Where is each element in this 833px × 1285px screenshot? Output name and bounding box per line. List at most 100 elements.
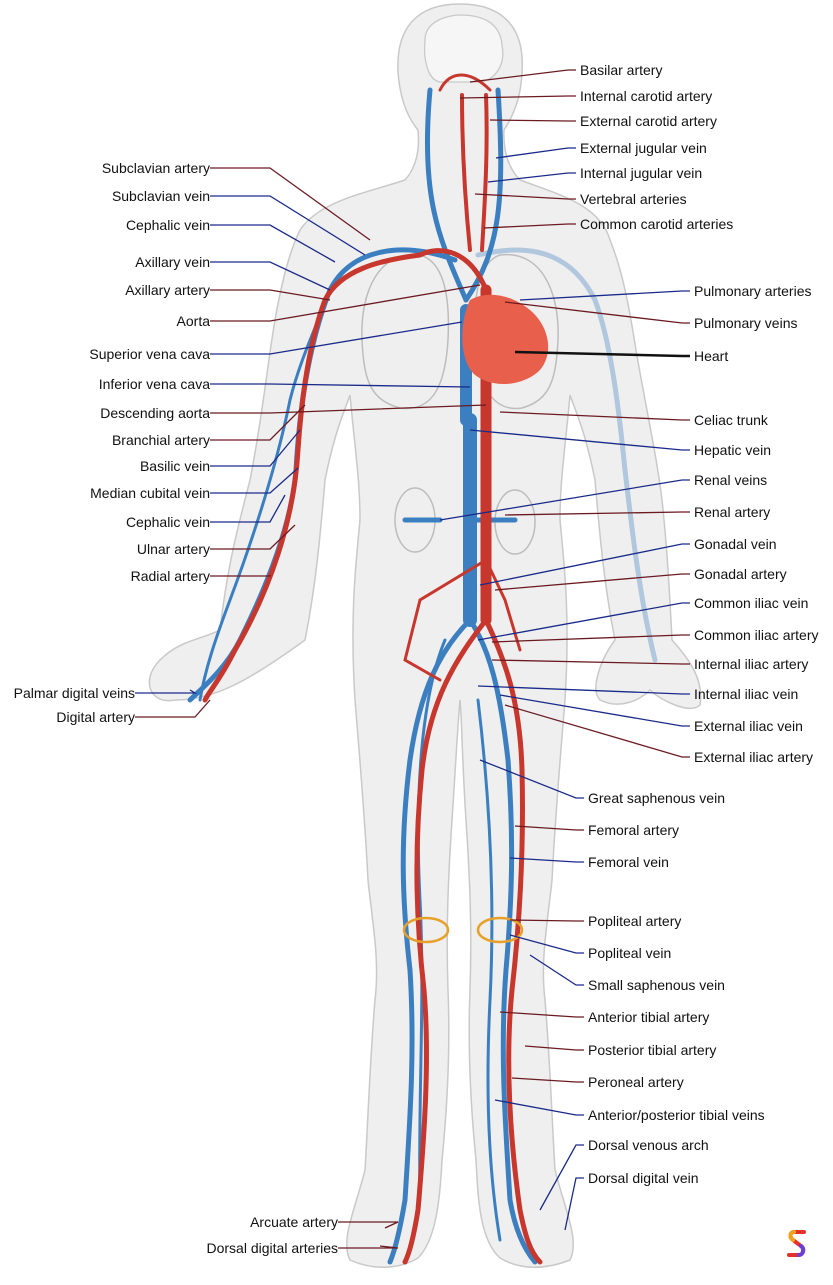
leader-line-right-16 [477,602,690,641]
leader-line-right-1 [459,95,576,99]
leader-line-left-14 [210,575,271,577]
leader-line-left-3 [210,261,331,291]
label-right-18: Internal iliac artery [694,656,809,672]
label-right-22: Great saphenous vein [588,790,725,806]
label-left-12: Cephalic vein [125,514,210,530]
leader-line-right-14 [479,543,690,586]
label-left-18: Dorsal digital arteries [206,1240,339,1256]
label-right-29: Posterior tibial artery [588,1042,717,1058]
leader-line-right-19 [477,685,690,695]
label-right-27: Small saphenous vein [588,977,725,993]
label-right-32: Dorsal venous arch [588,1137,709,1153]
label-right-3: External jugular vein [580,140,707,156]
heart-organ [462,294,549,385]
knee-vessels [402,916,524,944]
leader-line-left-17 [338,1221,399,1229]
label-right-19: Internal iliac vein [694,686,799,702]
leader-line-left-5 [210,284,481,322]
label-right-20: External iliac vein [694,718,803,734]
leader-line-left-8 [210,404,487,414]
leader-line-right-7 [519,290,690,301]
label-right-4: Internal jugular vein [580,165,703,181]
leader-line-right-26 [509,934,584,954]
label-right-24: Femoral vein [588,854,669,870]
leader-line-left-15 [135,689,198,694]
label-right-0: Basilar artery [580,62,663,78]
leader-lines [135,69,690,1249]
leader-line-right-32 [539,1144,584,1211]
leader-line-left-7 [210,383,471,388]
label-left-17: Arcuate artery [250,1214,338,1230]
leader-line-right-9 [514,350,690,358]
leader-line-left-6 [210,321,463,355]
label-left-2: Cephalic vein [125,217,210,233]
leader-line-left-16 [135,699,211,718]
brain [423,14,504,83]
label-right-23: Femoral artery [588,822,680,838]
leader-line-right-8 [504,301,690,324]
leader-line-right-33 [564,1177,584,1231]
leader-line-right-12 [439,479,690,521]
label-left-10: Basilic vein [139,458,210,474]
leader-line-left-11 [210,467,299,494]
label-left-13: Ulnar artery [136,541,210,557]
body-silhouette [148,3,702,1268]
leader-line-right-0 [469,69,576,83]
leader-line-right-20 [499,694,690,727]
leader-line-right-23 [514,825,584,831]
label-right-7: Pulmonary arteries [694,283,812,299]
label-left-5: Aorta [176,313,210,329]
leader-line-right-21 [504,704,690,758]
brand-s-logo-icon [787,1230,806,1257]
label-right-12: Renal veins [694,472,768,488]
label-left-7: Inferior vena cava [98,376,210,392]
leader-line-left-9 [210,404,306,441]
label-left-16: Digital artery [56,709,135,725]
leader-line-right-10 [499,411,690,421]
leader-line-right-11 [469,429,690,451]
label-left-8: Descending aorta [100,405,210,421]
label-left-9: Branchial artery [111,432,210,448]
leader-line-right-3 [495,147,576,159]
leader-line-right-30 [511,1077,584,1083]
leader-line-left-13 [210,524,296,550]
leader-line-right-6 [483,223,576,229]
arteries [202,73,543,1265]
label-right-11: Hepatic vein [694,442,772,458]
label-right-16: Common iliac vein [694,595,809,611]
label-right-13: Renal artery [694,504,771,520]
label-right-33: Dorsal digital vein [588,1170,699,1186]
leader-line-right-24 [509,857,584,863]
label-right-8: Pulmonary veins [694,315,798,331]
label-right-1: Internal carotid artery [580,88,713,104]
leader-line-right-15 [494,573,690,591]
label-left-4: Axillary artery [125,282,210,298]
leader-line-right-22 [479,759,584,799]
leader-line-left-0 [210,167,371,241]
label-right-6: Common carotid arteries [580,216,734,232]
leader-line-right-29 [524,1045,584,1051]
label-right-28: Anterior tibial artery [588,1009,710,1025]
leader-line-left-4 [210,289,331,301]
label-right-21: External iliac artery [694,749,814,765]
label-right-5: Vertebral arteries [580,191,687,207]
leader-line-right-5 [474,193,576,200]
leader-line-left-1 [210,195,366,256]
leader-line-right-13 [504,511,690,516]
label-right-17: Common iliac artery [694,627,819,643]
label-left-6: Superior vena cava [89,346,210,362]
leader-line-left-18 [338,1245,399,1249]
leader-line-right-4 [487,172,576,183]
label-right-30: Peroneal artery [588,1074,684,1090]
leader-line-right-18 [491,659,690,665]
label-right-9: Heart [694,348,729,364]
label-right-15: Gonadal artery [694,566,787,582]
leader-line-left-2 [210,224,336,263]
label-left-14: Radial artery [130,568,210,584]
label-left-3: Axillary vein [135,254,210,270]
label-left-1: Subclavian vein [111,188,210,204]
leader-line-right-17 [491,634,690,643]
leader-line-right-28 [499,1011,584,1018]
